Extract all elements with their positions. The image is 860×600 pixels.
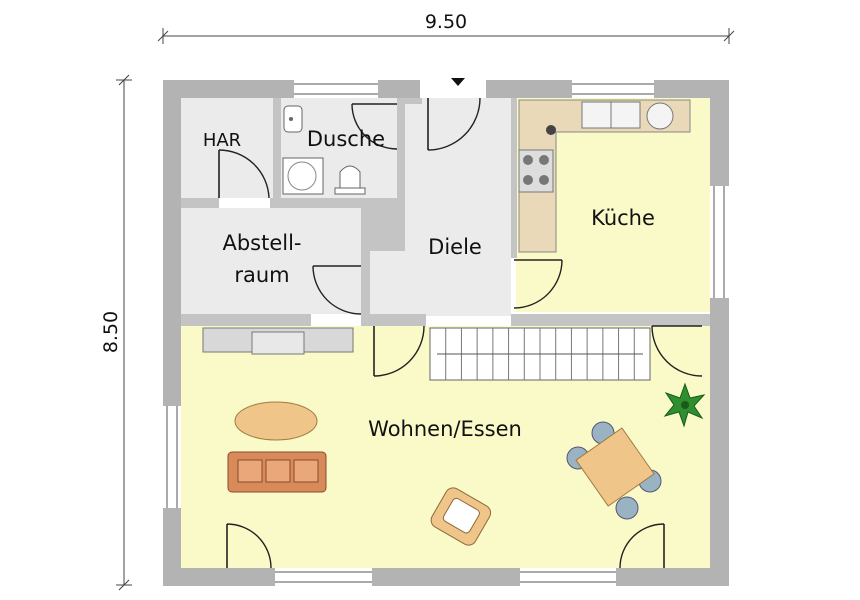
dining-table <box>575 427 655 507</box>
room-label-wohnen: Wohnen/Essen <box>368 417 522 441</box>
dimension-height: 8.50 <box>100 74 132 591</box>
staircase <box>429 327 651 381</box>
coffee-table <box>234 401 318 441</box>
windows <box>166 83 725 583</box>
sideboard <box>202 327 354 355</box>
room-label-dusche: Dusche <box>307 127 385 151</box>
shower-drain-icon <box>287 161 317 191</box>
bathroom-fixtures <box>282 105 366 195</box>
interior-walls <box>181 98 710 326</box>
dining-set <box>566 421 662 520</box>
storage-floor <box>181 208 361 314</box>
room-label-kueche: Küche <box>591 206 655 230</box>
dimension-height-label: 8.50 <box>100 311 122 353</box>
toilet-icon <box>339 165 361 195</box>
cooktop <box>518 149 554 193</box>
room-label-har: HAR <box>203 130 241 151</box>
dimension-width-label: 9.50 <box>425 11 467 33</box>
doors <box>218 97 703 569</box>
armchair <box>430 487 492 546</box>
har-floor <box>181 98 273 198</box>
kitchen-counter <box>518 99 691 253</box>
shower-tray <box>282 157 324 195</box>
room-label-abstell-1: Abstell- <box>222 231 301 255</box>
sofa <box>227 451 327 493</box>
room-label-diele: Diele <box>428 235 482 259</box>
plant-icon <box>663 382 706 428</box>
exterior-walls <box>163 80 729 586</box>
room-label-abstell-2: raum <box>234 263 289 287</box>
dimension-width: 9.50 <box>157 11 735 44</box>
entrance-arrow-icon <box>451 78 465 86</box>
